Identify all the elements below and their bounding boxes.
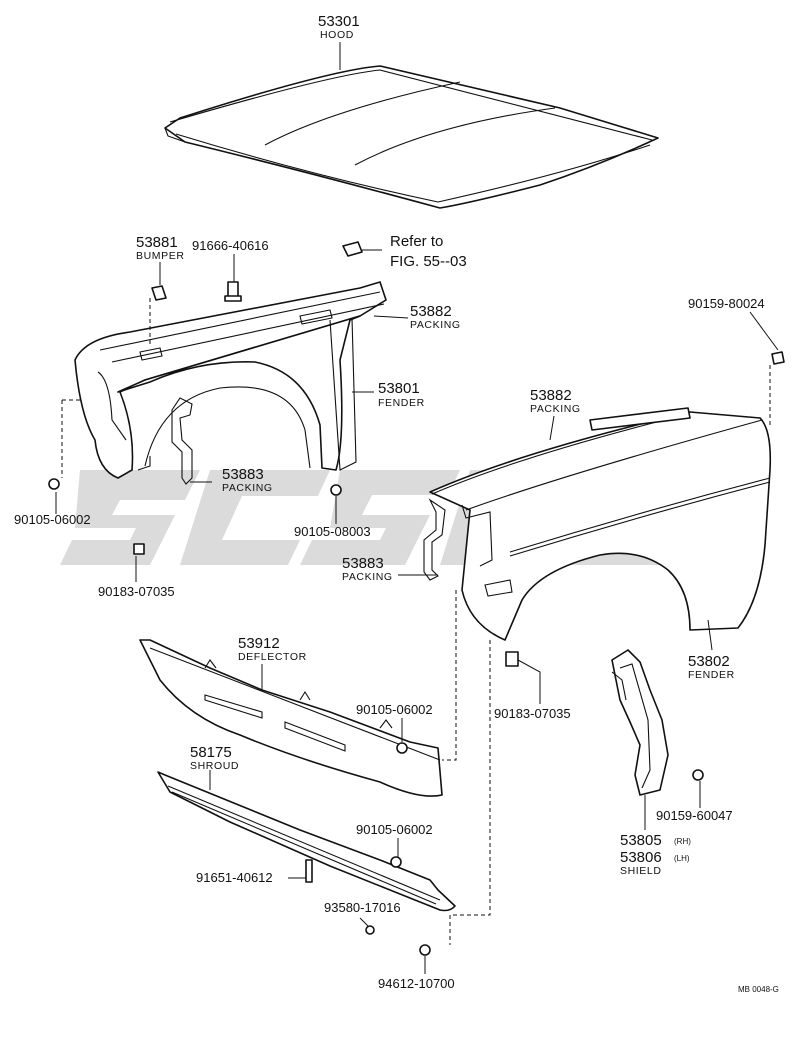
packing-upper-right-label: 53882 PACKING	[530, 387, 581, 415]
packing-lower-left-number: 53883	[222, 466, 264, 483]
screw-mid-number: 90105-08003	[294, 524, 371, 539]
screw-deflector-number: 90105-06002	[356, 702, 433, 717]
bumper-part-name: BUMPER	[136, 250, 185, 262]
bolt-right-top-number: 90159-80024	[688, 296, 765, 311]
nut-right-number: 90183-07035	[494, 706, 571, 721]
fender-right-label: 53802 FENDER	[688, 653, 735, 681]
shield-icon	[611, 649, 669, 796]
deflector-number: 53912	[238, 635, 280, 652]
bumper-label: 53881 BUMPER	[136, 234, 185, 262]
packing-lower-right-number: 53883	[342, 555, 384, 572]
packing-lower-left-name: PACKING	[222, 482, 273, 494]
clip-number: 93580-17016	[324, 900, 401, 915]
deflector-name: DEFLECTOR	[238, 651, 307, 663]
bolt-shroud-number: 91651-40612	[196, 870, 273, 885]
hood-part-number: 53301	[318, 13, 360, 30]
fender-left-name: FENDER	[378, 397, 425, 409]
fender-left-label: 53801 FENDER	[378, 380, 425, 409]
reference-line1: Refer to	[390, 233, 443, 250]
shroud-number: 58175	[190, 744, 232, 761]
packing-upper-right-name: PACKING	[530, 403, 581, 415]
shroud-name: SHROUD	[190, 760, 239, 772]
screw-shield-number: 90159-60047	[656, 808, 733, 823]
shield-name: SHIELD	[620, 865, 662, 877]
shield-label: 53805 (RH) 53806 (LH) SHIELD	[620, 832, 691, 877]
shield-suffix-lh: (LH)	[674, 854, 690, 863]
hood-part-name: HOOD	[320, 29, 354, 41]
leader-lines	[55, 42, 779, 974]
drawing-code: MB 0048-G	[738, 985, 779, 994]
reference-line2: FIG. 55--03	[390, 253, 467, 270]
shield-number-lh: 53806	[620, 849, 662, 866]
shroud-icon	[157, 771, 456, 912]
fender-left-icon	[74, 281, 387, 479]
packing-upper-left-label: 53882 PACKING	[410, 303, 461, 331]
packing-lower-right-label: 53883 PACKING	[342, 555, 393, 583]
packing-lower-right-icon	[423, 498, 446, 581]
assembly-lines	[61, 298, 771, 945]
reference-note: Refer to FIG. 55--03	[390, 233, 467, 270]
fender-right-name: FENDER	[688, 669, 735, 681]
fender-left-number: 53801	[378, 380, 420, 397]
screw-shroud-number: 90105-06002	[356, 822, 433, 837]
nut-left-number: 90183-07035	[98, 584, 175, 599]
bolt-icon	[48, 241, 785, 956]
bolt-top-part-number: 91666-40616	[192, 238, 269, 253]
shield-number-rh: 53805	[620, 832, 662, 849]
packing-lower-right-name: PACKING	[342, 571, 393, 583]
bumper-part-number: 53881	[136, 234, 178, 251]
shield-suffix-rh: (RH)	[674, 837, 691, 846]
packing-upper-left-name: PACKING	[410, 319, 461, 331]
screw-left-number: 90105-06002	[14, 512, 91, 527]
packing-lower-left-icon	[171, 397, 193, 485]
packing-lower-left-label: 53883 PACKING	[222, 466, 273, 494]
hood-icon	[164, 65, 659, 209]
fender-right-number: 53802	[688, 653, 730, 670]
fender-right-icon	[429, 407, 772, 641]
packing-upper-right-number: 53882	[530, 387, 572, 404]
deflector-label: 53912 DEFLECTOR	[238, 635, 307, 663]
shroud-label: 58175 SHROUD	[190, 744, 239, 772]
washer-number: 94612-10700	[378, 976, 455, 991]
hood-label: 53301 HOOD	[318, 13, 360, 41]
deflector-icon	[139, 639, 443, 797]
packing-upper-left-number: 53882	[410, 303, 452, 320]
